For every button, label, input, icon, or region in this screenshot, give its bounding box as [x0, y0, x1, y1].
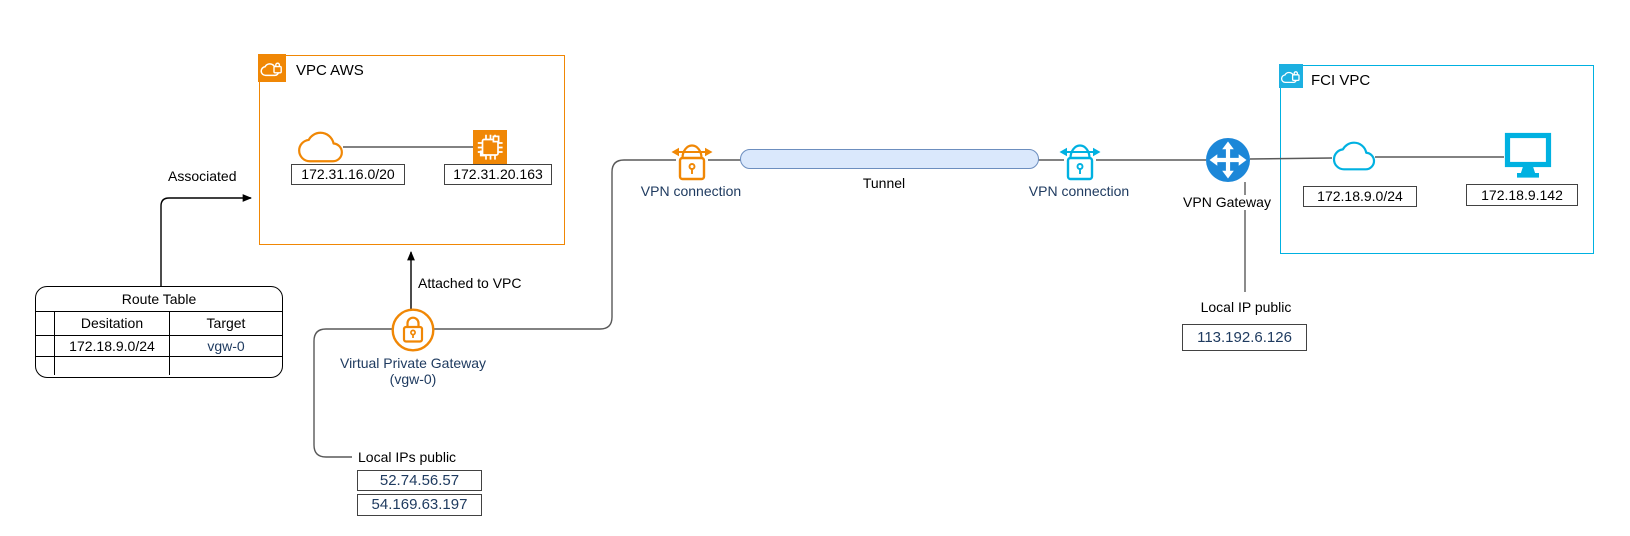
route-table-header-row: Desitation Target	[36, 312, 282, 335]
vpc-aws-title: VPC AWS	[296, 62, 364, 79]
route-table-title: Route Table	[36, 287, 282, 312]
route-table-row: 172.18.9.0/24 vgw-0	[36, 335, 282, 356]
tunnel-pipe	[740, 149, 1039, 169]
associated-label: Associated	[168, 168, 237, 184]
fci-vpc-icon	[1279, 64, 1304, 89]
vpn-connection-right-label: VPN connection	[1028, 183, 1130, 199]
attached-to-vpc-label: Attached to VPC	[418, 275, 522, 291]
local-ip-box-1: 52.74.56.57	[357, 470, 482, 491]
vpn-connection-left-icon	[670, 136, 714, 183]
vpc-aws-box: VPC AWS	[258, 54, 565, 245]
fci-vpc-box: FCI VPC	[1279, 64, 1594, 254]
route-table: Route Table Desitation Target 172.18.9.0…	[35, 286, 283, 378]
virtual-private-gateway-label: Virtual Private Gateway	[339, 355, 487, 371]
local-ips-public-label: Local IPs public	[358, 449, 457, 465]
vpn-connection-right-icon	[1058, 136, 1102, 183]
host-ip-box: 172.18.9.142	[1466, 184, 1578, 206]
vpn-gateway-icon	[1205, 137, 1251, 183]
fci-vpc-title: FCI VPC	[1311, 72, 1371, 89]
virtual-private-gateway-id-label: (vgw-0)	[389, 371, 437, 387]
vpn-connection-left-label: VPN connection	[640, 183, 742, 199]
subnet-cloud-icon	[297, 131, 344, 163]
subnet-cidr-box: 172.31.16.0/20	[291, 164, 405, 185]
host-monitor-icon	[1504, 132, 1552, 180]
tunnel-label: Tunnel	[862, 175, 906, 191]
local-ip-public-label: Local IP public	[1200, 299, 1292, 315]
local-ip-box-2: 54.169.63.197	[357, 494, 482, 516]
fci-subnet-cidr-box: 172.18.9.0/24	[1303, 186, 1417, 207]
vpg-to-local-ips-wire	[313, 328, 393, 458]
associated-arrow	[160, 194, 252, 286]
virtual-private-gateway-icon	[390, 307, 436, 353]
ec2-instance-icon	[473, 130, 507, 164]
vpn-gateway-label: VPN Gateway	[1180, 195, 1274, 210]
gateway-to-fci-cloud-wire	[1249, 157, 1333, 160]
route-table-header-target: Target	[206, 315, 246, 331]
route-target-cell: vgw-0	[207, 338, 245, 354]
vpc-icon	[258, 54, 287, 83]
local-ip-public-box: 113.192.6.126	[1182, 324, 1307, 351]
instance-ip-box: 172.31.20.163	[444, 164, 552, 185]
route-destination-cell: 172.18.9.0/24	[55, 336, 170, 356]
route-table-empty-row	[36, 356, 282, 375]
fci-subnet-cloud-icon	[1331, 141, 1377, 171]
route-table-header-destination: Desitation	[55, 312, 170, 335]
vpg-to-vpn-connection-wire	[433, 159, 676, 330]
route-table-corner-cell	[36, 312, 55, 335]
